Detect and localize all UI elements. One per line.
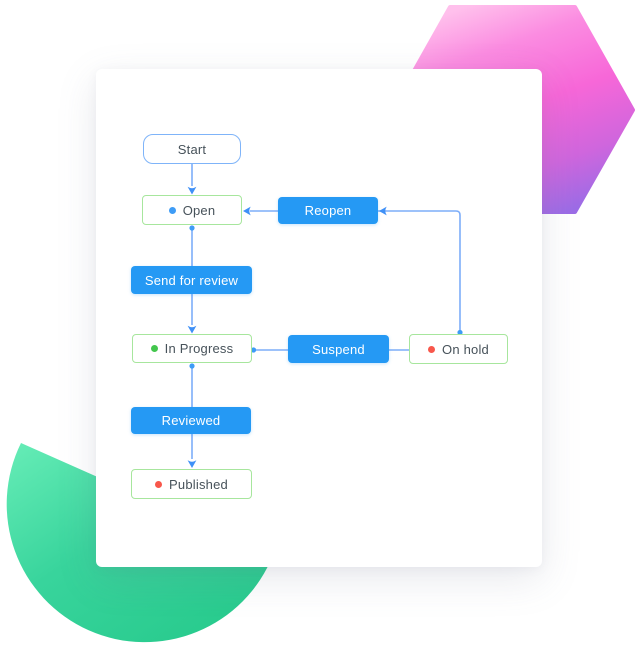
arrow-left-icon	[243, 206, 251, 216]
state-node-published[interactable]: Published	[131, 469, 252, 499]
connection-dot-icon	[250, 347, 257, 353]
connector-onhold-reopen-open	[250, 210, 461, 330]
connection-dot-icon	[189, 225, 195, 231]
workflow-card: Start Open Send for review In Progress S…	[96, 69, 542, 567]
transition-button-reviewed[interactable]: Reviewed	[131, 407, 251, 434]
status-dot-icon	[168, 206, 176, 214]
arrow-down-icon	[187, 460, 197, 468]
state-node-on-hold[interactable]: On hold	[409, 334, 508, 364]
arrow-down-icon	[187, 186, 197, 195]
connection-dot-icon	[457, 329, 463, 336]
status-dot-icon	[150, 345, 158, 352]
state-label: Start	[177, 141, 207, 157]
state-node-in-progress[interactable]: In Progress	[132, 334, 252, 363]
transition-label: Reviewed	[161, 413, 221, 428]
transition-button-suspend[interactable]: Suspend	[288, 335, 389, 363]
transition-label: Suspend	[312, 341, 365, 357]
arrow-left-icon	[379, 206, 387, 216]
transition-button-send-for-review[interactable]: Send for review	[131, 266, 252, 294]
status-dot-icon	[155, 480, 163, 488]
state-label: Open	[182, 202, 216, 218]
connection-dot-icon	[189, 363, 195, 369]
arrow-down-icon	[187, 325, 197, 334]
state-node-start[interactable]: Start	[143, 134, 241, 164]
state-label: On hold	[442, 341, 489, 357]
transition-label: Send for review	[144, 272, 239, 288]
state-label: In Progress	[164, 341, 234, 356]
transition-label: Reopen	[304, 203, 352, 218]
transition-button-reopen[interactable]: Reopen	[278, 197, 378, 224]
state-label: Published	[169, 476, 228, 492]
state-node-open[interactable]: Open	[142, 195, 242, 225]
status-dot-icon	[428, 345, 436, 353]
